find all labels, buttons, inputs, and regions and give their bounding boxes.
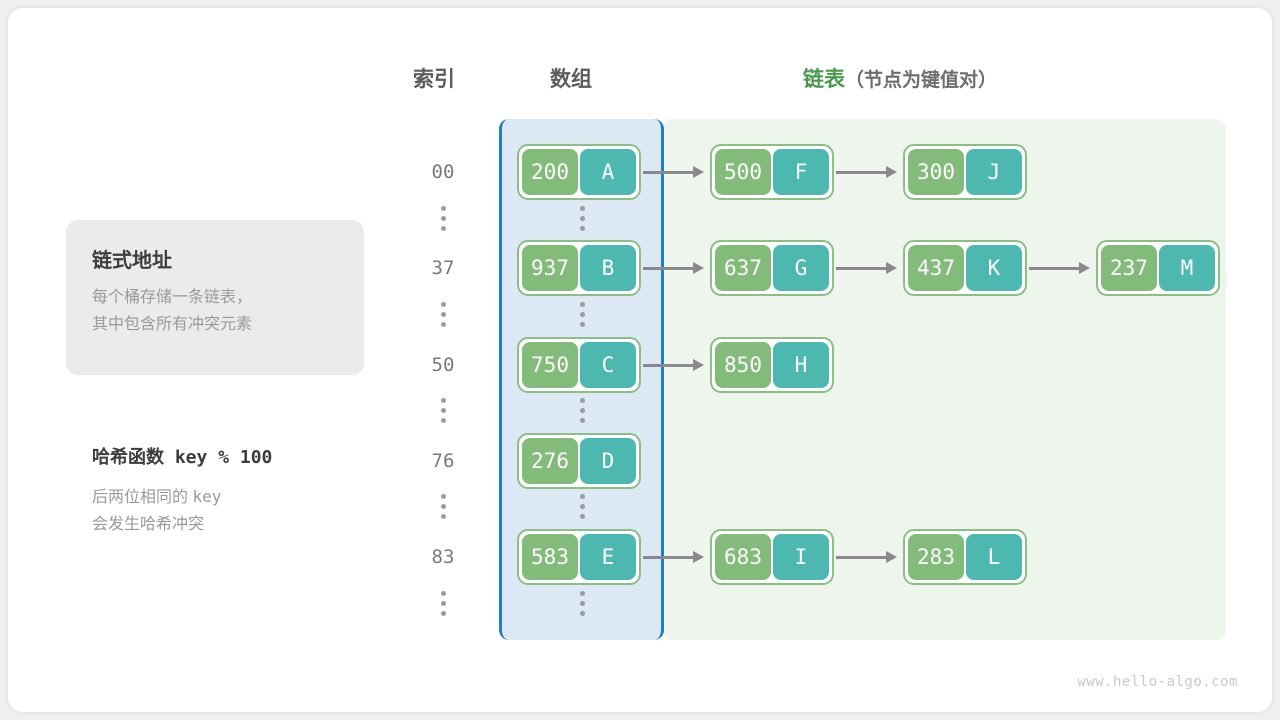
hash-function-body: 后两位相同的 key 会发生哈希冲突 (92, 483, 392, 538)
next-pointer-arrow-icon (643, 166, 704, 178)
node-value: I (773, 534, 829, 580)
node-value: K (966, 245, 1022, 291)
node-value: C (580, 342, 636, 388)
info-card-line-2: 其中包含所有冲突元素 (92, 316, 253, 333)
node-value: G (773, 245, 829, 291)
hash-note-line-1-text: 后两位相同的 (92, 489, 189, 506)
column-header-linkedlist: 链表（节点为键值对） (803, 63, 997, 93)
next-pointer-arrow-icon (643, 262, 704, 274)
node-key: 937 (522, 245, 578, 291)
hash-function-title: 哈希函数 key % 100 (92, 443, 392, 469)
node-key: 237 (1101, 245, 1157, 291)
info-card-line-1: 每个桶存储一条链表， (92, 289, 253, 306)
node-value: A (580, 149, 636, 195)
node-key: 500 (715, 149, 771, 195)
node-value: M (1159, 245, 1215, 291)
array-ellipsis-icon (576, 398, 588, 423)
node-key: 637 (715, 245, 771, 291)
index-ellipsis-icon (437, 206, 449, 231)
index-ellipsis-icon (437, 398, 449, 423)
array-ellipsis-icon (576, 591, 588, 616)
next-pointer-arrow-icon (1029, 262, 1090, 274)
bucket-index-label: 83 (431, 546, 455, 568)
diagram-canvas: 索引 数组 链表（节点为键值对） 链式地址 每个桶存储一条链表， 其中包含所有冲… (8, 8, 1272, 712)
node-value: F (773, 149, 829, 195)
array-ellipsis-icon (576, 302, 588, 327)
hash-function-note: 哈希函数 key % 100 后两位相同的 key 会发生哈希冲突 (92, 443, 392, 538)
array-ellipsis-icon (576, 494, 588, 519)
index-ellipsis-icon (437, 302, 449, 327)
bucket-index-label: 37 (431, 257, 455, 279)
info-card-title: 链式地址 (92, 250, 172, 272)
column-header-linkedlist-accent: 链表 (803, 68, 845, 91)
node-key: 437 (908, 245, 964, 291)
next-pointer-arrow-icon (643, 551, 704, 563)
node-key: 283 (908, 534, 964, 580)
node-value: D (580, 438, 636, 484)
node-key: 583 (522, 534, 578, 580)
node-value: B (580, 245, 636, 291)
bucket-index-label: 50 (431, 354, 455, 376)
next-pointer-arrow-icon (836, 551, 897, 563)
next-pointer-arrow-icon (643, 359, 704, 371)
bucket-index-label: 00 (431, 161, 455, 183)
info-card-body: 每个桶存储一条链表， 其中包含所有冲突元素 (92, 284, 252, 338)
node-key: 683 (715, 534, 771, 580)
node-key: 300 (908, 149, 964, 195)
node-value: E (580, 534, 636, 580)
array-ellipsis-icon (576, 206, 588, 231)
hash-note-line-1-code: key (192, 487, 222, 506)
node-key: 200 (522, 149, 578, 195)
column-header-linkedlist-sub: （节点为键值对） (845, 70, 998, 91)
column-header-index: 索引 (413, 68, 455, 91)
node-key: 750 (522, 342, 578, 388)
column-header-array: 数组 (550, 68, 592, 91)
next-pointer-arrow-icon (836, 262, 897, 274)
node-value: J (966, 149, 1022, 195)
hash-note-line-1: 后两位相同的 key (92, 483, 392, 511)
index-ellipsis-icon (437, 494, 449, 519)
info-card: 链式地址 每个桶存储一条链表， 其中包含所有冲突元素 (66, 220, 364, 375)
watermark: www.hello-algo.com (1077, 674, 1238, 690)
node-key: 850 (715, 342, 771, 388)
node-value: H (773, 342, 829, 388)
hash-note-line-2: 会发生哈希冲突 (92, 516, 205, 533)
hash-function-label: 哈希函数 (92, 447, 164, 467)
node-value: L (966, 534, 1022, 580)
next-pointer-arrow-icon (836, 166, 897, 178)
node-key: 276 (522, 438, 578, 484)
hash-function-expression: key % 100 (174, 447, 273, 468)
index-ellipsis-icon (437, 591, 449, 616)
bucket-index-label: 76 (431, 450, 455, 472)
